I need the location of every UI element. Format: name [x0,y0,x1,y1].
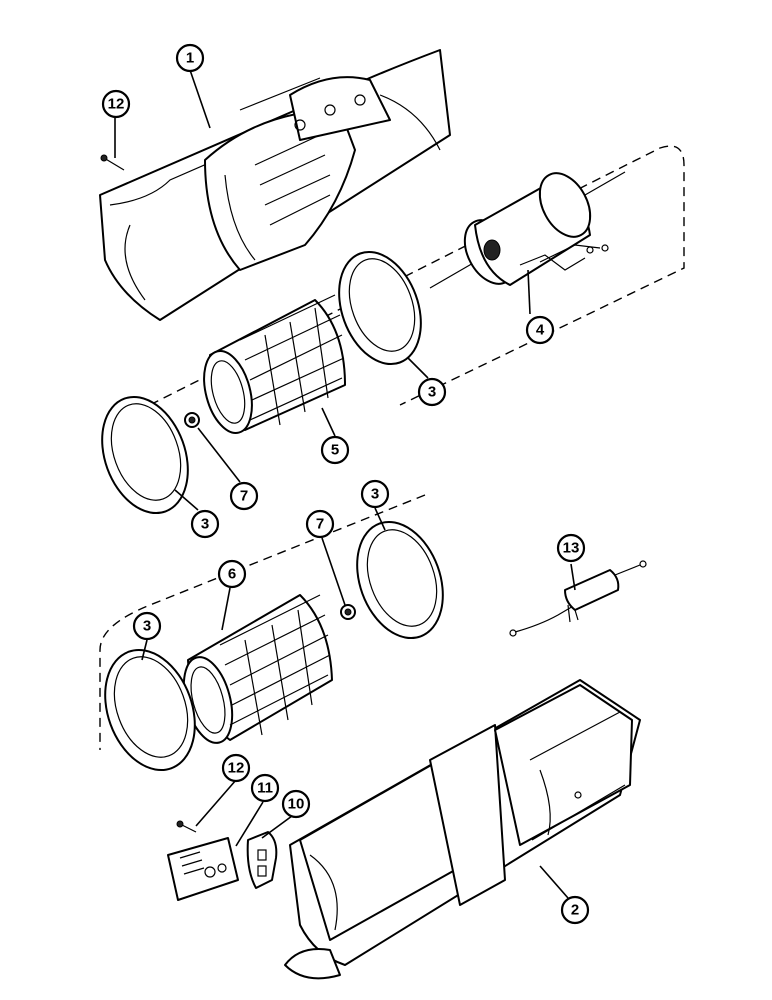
svg-text:3: 3 [428,384,436,401]
callout-3-lower-left: 3 [132,611,162,641]
blower-wheel-upper [203,294,346,434]
resistor-wire-assembly [509,560,647,637]
callout-11: 11 [250,773,280,803]
callout-6: 6 [217,559,247,589]
ring-upper-left [101,395,189,515]
switch-plate [167,837,239,901]
svg-text:13: 13 [563,540,580,557]
svg-text:7: 7 [316,516,324,533]
svg-text:3: 3 [371,486,379,503]
callout-3-upper-right: 3 [417,377,447,407]
callout-1: 1 [175,43,205,73]
svg-text:7: 7 [240,488,248,505]
svg-text:10: 10 [288,796,305,813]
svg-text:4: 4 [536,322,545,339]
clip-upper [184,412,200,428]
ring-lower-left [104,648,196,772]
lower-group-dashed-outline [99,494,426,750]
callout-4: 4 [525,315,555,345]
callout-7-lower: 7 [305,509,335,539]
svg-text:5: 5 [331,442,339,459]
callout-3-upper-left: 3 [190,509,220,539]
screw-bottom [176,820,197,833]
svg-text:3: 3 [201,516,209,533]
callout-10: 10 [281,789,311,819]
svg-text:12: 12 [108,96,125,113]
screw-top [100,154,125,171]
leader-lines [114,69,576,899]
ring-upper-right [338,250,422,366]
blower-wheel-lower [182,594,333,744]
connector [246,831,278,889]
callout-12-bottom: 12 [221,753,251,783]
svg-text:6: 6 [228,566,236,583]
ring-lower-right [356,520,444,640]
callout-5: 5 [320,435,350,465]
svg-text:2: 2 [571,902,579,919]
svg-text:1: 1 [186,50,194,67]
upper-housing [99,49,451,321]
callout-2: 2 [560,895,590,925]
blower-motor [429,171,626,289]
lower-housing [284,679,641,980]
callout-3-lower-right: 3 [360,479,390,509]
svg-text:11: 11 [257,780,273,797]
upper-group-dashed-outline [109,145,685,426]
svg-text:3: 3 [143,618,151,635]
callout-7-upper: 7 [229,481,259,511]
callout-12-top: 12 [101,89,131,119]
callout-13: 13 [556,533,586,563]
clip-lower [340,604,356,620]
svg-text:12: 12 [228,760,245,777]
